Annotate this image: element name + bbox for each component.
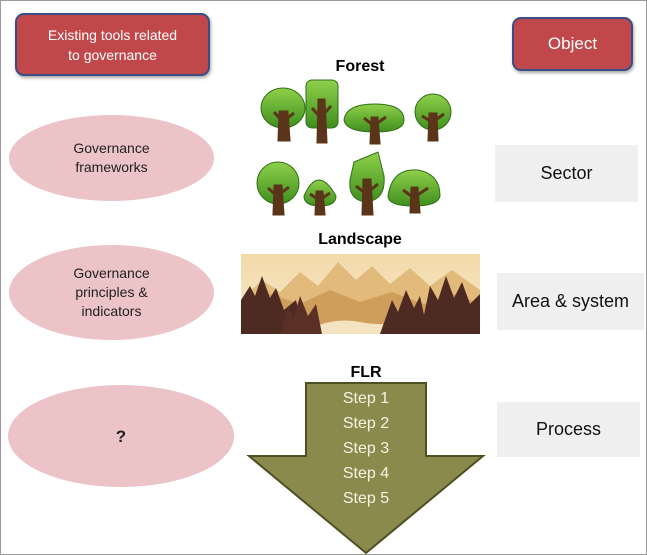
tree-icon: [305, 79, 339, 144]
governance-frameworks-ellipse: Governance frameworks: [9, 115, 214, 201]
tree-icon: [256, 161, 300, 216]
flr-process-arrow: [246, 382, 486, 555]
tree-icon: [343, 103, 405, 145]
existing-tools-header-line2: to governance: [68, 46, 157, 63]
tree-icon: [303, 179, 337, 216]
area-system-label: Area & system: [511, 291, 630, 311]
governance-principles-line1: Governance: [73, 265, 150, 281]
tree-icon: [349, 151, 385, 216]
area-system-box: Area & system: [497, 273, 644, 330]
tree-icon: [387, 169, 441, 214]
governance-principles-line2: principles &: [75, 284, 148, 300]
unknown-tool-label: ?: [115, 426, 127, 446]
sector-box: Sector: [495, 145, 638, 202]
tree-icon: [260, 87, 306, 142]
process-box: Process: [497, 402, 640, 457]
existing-tools-header-line1: Existing tools related: [47, 26, 178, 43]
landscape-heading: Landscape: [318, 231, 402, 248]
governance-principles-ellipse: Governance principles & indicators: [9, 245, 214, 340]
object-header-label: Object: [547, 34, 598, 53]
unknown-tool-ellipse: ?: [8, 385, 234, 487]
existing-tools-header: Existing tools related to governance: [15, 13, 210, 76]
object-header: Object: [512, 17, 633, 71]
step-label: Step 3: [342, 440, 390, 457]
landscape-image: [241, 254, 480, 334]
step-label: Step 4: [342, 465, 390, 482]
step-label: Step 1: [342, 390, 390, 407]
step-label: Step 5: [342, 490, 390, 507]
forest-heading: Forest: [335, 58, 385, 75]
flr-heading: FLR: [350, 364, 382, 381]
governance-frameworks-line1: Governance: [73, 140, 150, 156]
tree-icon: [414, 93, 452, 142]
sector-label: Sector: [540, 163, 593, 183]
governance-principles-line3: indicators: [81, 303, 142, 319]
step-label: Step 2: [342, 415, 390, 432]
governance-frameworks-line2: frameworks: [75, 159, 148, 175]
process-label: Process: [535, 419, 602, 439]
